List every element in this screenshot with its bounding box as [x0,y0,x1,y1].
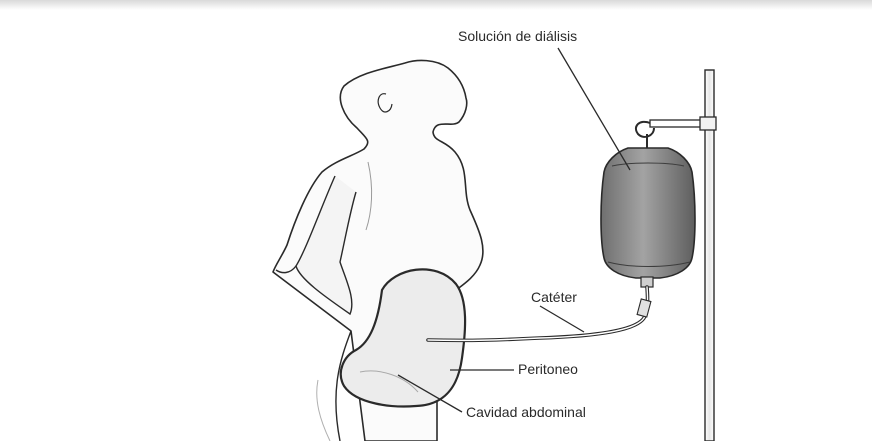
dialysis-bag [601,148,695,287]
label-peritoneum: Peritoneo [518,361,578,377]
back-shading [317,380,330,441]
leader-catheter [540,306,584,332]
pole-clamp [700,117,716,130]
label-catheter: Catéter [531,289,577,305]
label-abdominal-cavity: Cavidad abdominal [466,404,586,420]
label-dialysis-solution: Solución de diálisis [458,28,577,44]
tube-connector [637,299,651,317]
bag-body [601,148,695,278]
leader-dialysis-solution [558,48,630,170]
